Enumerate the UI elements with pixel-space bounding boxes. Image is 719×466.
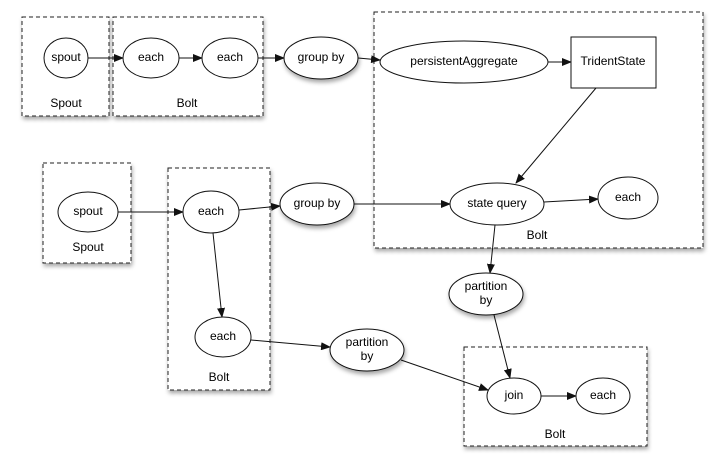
- edge: [543, 195, 599, 204]
- node-spout-1: spout: [43, 37, 89, 79]
- edge: [493, 314, 512, 379]
- node-label: partition: [465, 279, 508, 293]
- edge: [212, 232, 226, 318]
- node-each-3: each: [182, 190, 240, 234]
- node-each-1: each: [122, 37, 180, 79]
- container-label: Bolt: [177, 96, 198, 110]
- node-label: by: [480, 293, 493, 307]
- edge: [486, 224, 496, 274]
- edge: [400, 359, 489, 391]
- node-label: group by: [298, 50, 345, 64]
- node-label: join: [504, 388, 524, 402]
- node-label: persistentAggregate: [410, 54, 518, 68]
- node-label: by: [361, 349, 374, 363]
- edge: [250, 339, 331, 351]
- node-each-5: each: [194, 316, 252, 358]
- container-label: Bolt: [545, 427, 566, 441]
- container-label: Spout: [50, 96, 82, 110]
- spout-container-1: Spout: [21, 16, 110, 117]
- node-label: partition: [346, 335, 389, 349]
- node-label: each: [217, 50, 243, 64]
- node-group-by-1: group by: [283, 36, 359, 80]
- node-label: each: [138, 50, 164, 64]
- node-join: join: [486, 377, 542, 415]
- node-state-query: state query: [449, 182, 545, 226]
- edge: [238, 202, 281, 211]
- container-label: Bolt: [209, 370, 230, 384]
- node-group-by-2: group by: [279, 182, 355, 226]
- node-each-2: each: [201, 37, 259, 79]
- node-trident-state: TridentState: [570, 36, 657, 89]
- node-each-4: each: [597, 176, 659, 220]
- node-label: each: [615, 190, 641, 204]
- edge: [357, 55, 381, 64]
- node-label: spout: [51, 50, 81, 64]
- node-persistent-aggregate: persistentAggregate: [379, 40, 549, 84]
- container-label: Spout: [72, 240, 104, 254]
- node-label: group by: [294, 196, 341, 210]
- node-label: TridentState: [581, 54, 646, 68]
- edge: [515, 87, 597, 184]
- edges: [88, 54, 599, 400]
- container-label: Bolt: [527, 228, 548, 242]
- node-label: each: [590, 388, 616, 402]
- node-label: each: [198, 204, 224, 218]
- node-label: state query: [467, 196, 526, 210]
- node-spout-2: spout: [57, 191, 119, 233]
- node-label: each: [210, 329, 236, 343]
- node-each-6: each: [575, 377, 631, 415]
- node-label: spout: [73, 204, 103, 218]
